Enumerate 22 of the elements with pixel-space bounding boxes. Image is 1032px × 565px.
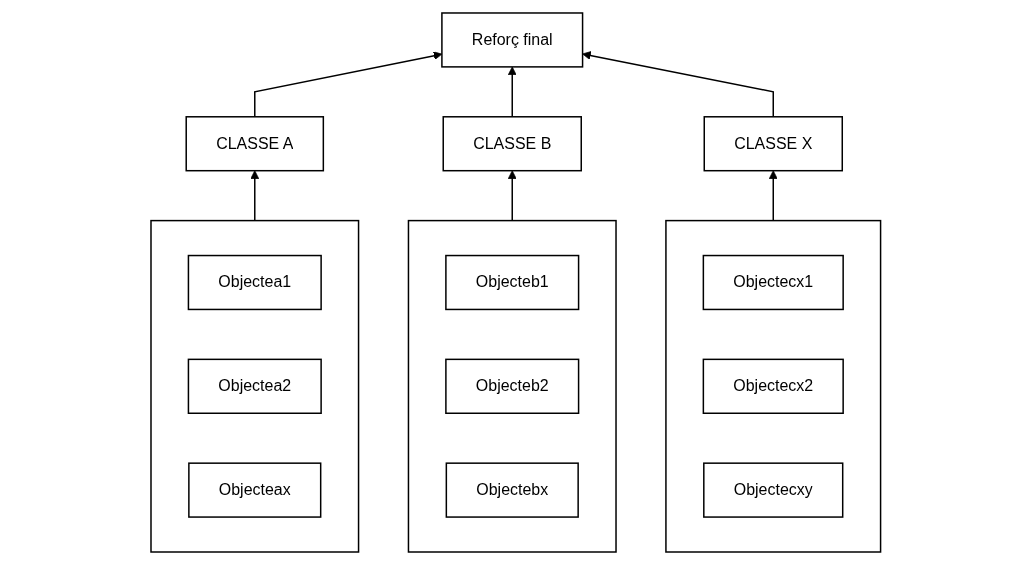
node-box: Objectecx2 — [702, 358, 845, 414]
node-box: Objecteb2 — [445, 358, 580, 414]
cluster — [407, 219, 617, 553]
arrow — [508, 66, 517, 118]
node-box: Objectea1 — [187, 254, 323, 311]
cluster — [665, 219, 882, 553]
node-box: Objectecxy — [703, 462, 844, 518]
node-box: Objecteb1 — [445, 254, 580, 311]
arrow — [769, 170, 778, 222]
arrow — [254, 51, 443, 118]
node-box: CLASSE B — [442, 116, 583, 172]
node-box: Objecteax — [188, 462, 322, 518]
arrow — [250, 170, 260, 222]
node-box: CLASSE X — [703, 116, 844, 172]
arrow — [582, 51, 775, 118]
cluster — [150, 219, 360, 553]
node-box: CLASSE A — [185, 116, 325, 172]
arrow — [508, 170, 517, 222]
node-box: Objectea2 — [187, 358, 323, 414]
node-box: Objectebx — [445, 462, 580, 518]
node-box: Objectecx1 — [702, 254, 845, 311]
node-box: Reforç final — [441, 12, 584, 68]
